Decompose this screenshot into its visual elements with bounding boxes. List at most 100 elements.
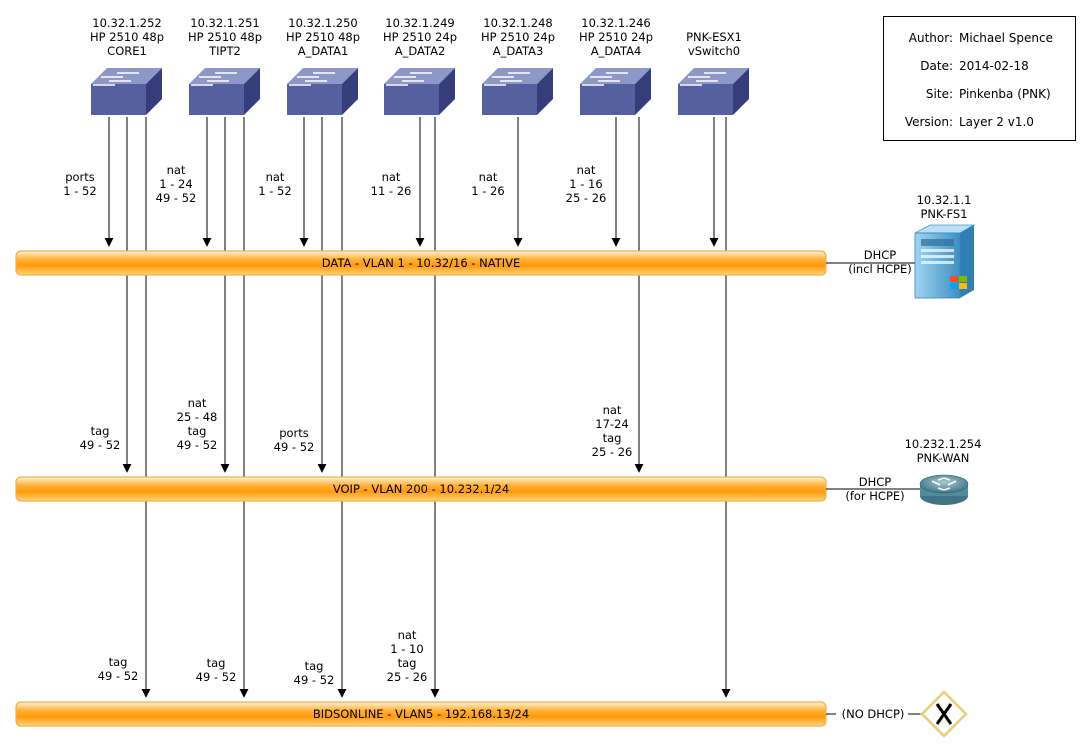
port-label: nat	[382, 170, 401, 184]
switch-name-label: A_DATA3	[493, 44, 544, 58]
fs-connection: DHCP (incl HCPE) 10.32.1.1 PNK-FS1	[826, 193, 976, 299]
device-name-label: PNK-FS1	[920, 207, 967, 221]
port-label: 25 - 48	[177, 410, 218, 424]
date-row: Date: 2014-02-18	[884, 58, 1075, 74]
port-label: 1 - 52	[258, 184, 291, 198]
site-value: Pinkenba (PNK)	[959, 87, 1051, 101]
port-label: tag	[207, 656, 226, 670]
switch-ip-label: PNK-ESX1	[686, 30, 742, 44]
switch-name-label: TIPT2	[208, 44, 241, 58]
switch-icon	[678, 68, 749, 115]
port-label: tag	[109, 655, 128, 669]
switch-model-label: HP 2510 48p	[188, 30, 262, 44]
dhcp-label: (incl HCPE)	[848, 262, 912, 276]
port-label: 49 - 52	[177, 438, 218, 452]
router-icon	[919, 474, 969, 505]
switch-ip-label: 10.32.1.248	[483, 16, 553, 30]
switch-model-label: HP 2510 48p	[286, 30, 360, 44]
switch-model-label: vSwitch0	[688, 44, 740, 58]
port-label: 25 - 26	[592, 445, 633, 459]
switch-ip-label: 10.32.1.249	[385, 16, 455, 30]
vlan-bus-voip: VOIP - VLAN 200 - 10.232.1/24	[15, 476, 827, 502]
port-label: nat	[603, 403, 622, 417]
switch-ip-label: 10.32.1.252	[92, 16, 162, 30]
switch-model-label: HP 2510 24p	[481, 30, 555, 44]
port-label: ports	[279, 426, 309, 440]
switch-icon	[580, 68, 651, 115]
port-label: 1 - 10	[390, 642, 423, 656]
date-value: 2014-02-18	[959, 59, 1029, 73]
dhcp-label: DHCP	[864, 248, 897, 262]
switch-icon	[189, 68, 260, 115]
switch-name-label: A_DATA1	[298, 44, 349, 58]
dhcp-label: (for HCPE)	[845, 489, 904, 503]
vlan-label: BIDSONLINE - VLAN5 - 192.168.13/24	[313, 707, 529, 721]
port-label: 25 - 26	[387, 670, 428, 684]
port-label: 49 - 52	[156, 191, 197, 205]
wan-connection: DHCP (for HCPE) 10.232.1.254 PNK-WAN	[826, 437, 981, 505]
vlan-label: VOIP - VLAN 200 - 10.232.1/24	[333, 482, 509, 496]
switch-icon	[384, 68, 455, 115]
nodhcp-label: (NO DHCP)	[842, 707, 905, 721]
port-label: 49 - 52	[98, 669, 139, 683]
dhcp-label: DHCP	[859, 475, 892, 489]
port-label: tag	[305, 659, 324, 673]
port-label: 1 - 24	[159, 177, 192, 191]
port-label: ports	[65, 170, 95, 184]
vlan-links	[104, 117, 731, 698]
switch-model-label: HP 2510 24p	[383, 30, 457, 44]
switch-icon	[91, 68, 162, 115]
site-label: Site:	[925, 87, 953, 101]
port-label: tag	[91, 424, 110, 438]
author-value: Michael Spence	[959, 31, 1053, 45]
switch-model-label: HP 2510 48p	[90, 30, 164, 44]
version-row: Version: Layer 2 v1.0	[884, 114, 1075, 130]
port-label: nat	[266, 170, 285, 184]
vlan-bus-bidsonline: BIDSONLINE - VLAN5 - 192.168.13/24	[15, 701, 827, 727]
diagram-info-box: Author: Michael Spence Date: 2014-02-18 …	[883, 16, 1076, 141]
switch-icon	[482, 68, 553, 115]
port-label: tag	[398, 656, 417, 670]
author-label: Author:	[908, 31, 953, 45]
site-row: Site: Pinkenba (PNK)	[884, 86, 1075, 102]
x-diamond-icon	[920, 690, 968, 738]
windows-server-icon	[914, 224, 976, 299]
switch-ip-label: 10.32.1.251	[190, 16, 260, 30]
switch-icon	[287, 68, 358, 115]
vlan-label: DATA - VLAN 1 - 10.32/16 - NATIVE	[322, 256, 521, 270]
nodhcp-connection: (NO DHCP)	[826, 690, 968, 738]
port-label: 49 - 52	[294, 673, 335, 687]
vlan-bus-data: DATA - VLAN 1 - 10.32/16 - NATIVE	[15, 250, 827, 276]
port-label: nat	[479, 170, 498, 184]
date-label: Date:	[920, 59, 953, 73]
port-label: 49 - 52	[80, 438, 121, 452]
switch-icons	[91, 68, 749, 115]
switch-name-label: A_DATA2	[395, 44, 446, 58]
port-label: 1 - 16	[569, 177, 602, 191]
switch-ip-label: 10.32.1.250	[288, 16, 358, 30]
port-label: nat	[188, 396, 207, 410]
switch-ip-label: 10.32.1.246	[581, 16, 651, 30]
switch-name-label: CORE1	[107, 44, 147, 58]
version-label: Version:	[904, 115, 953, 129]
switch-name-label: A_DATA4	[591, 44, 642, 58]
port-label: 25 - 26	[566, 191, 607, 205]
device-name-label: PNK-WAN	[917, 451, 970, 465]
port-label: 1 - 26	[471, 184, 504, 198]
port-label: 11 - 26	[371, 184, 412, 198]
author-row: Author: Michael Spence	[884, 30, 1075, 46]
port-label: 17-24	[595, 417, 628, 431]
version-value: Layer 2 v1.0	[959, 115, 1034, 129]
port-label: nat	[398, 628, 417, 642]
device-ip-label: 10.232.1.254	[905, 437, 982, 451]
switch-model-label: HP 2510 24p	[579, 30, 653, 44]
port-label: nat	[167, 163, 186, 177]
port-label: 49 - 52	[196, 670, 237, 684]
switch-labels: 10.32.1.252 HP 2510 48p CORE1 10.32.1.25…	[90, 16, 742, 58]
port-label: 49 - 52	[274, 440, 315, 454]
port-labels: ports 1 - 52 nat 1 - 24 49 - 52 nat 1 - …	[63, 163, 632, 687]
device-ip-label: 10.32.1.1	[917, 193, 972, 207]
port-label: tag	[603, 431, 622, 445]
port-label: 1 - 52	[63, 184, 96, 198]
